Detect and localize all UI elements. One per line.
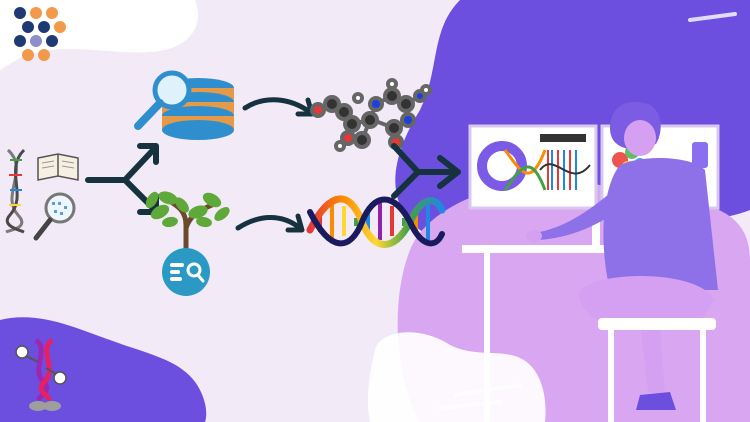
database-search-icon <box>134 70 234 140</box>
arrow-to-molecule-icon <box>242 97 315 117</box>
tree-search-icon <box>145 191 230 296</box>
logo-dots-icon <box>14 7 66 61</box>
nucleoside-molecule-icon <box>310 78 432 152</box>
arrow-to-dna-icon <box>235 213 305 233</box>
bottom-white-blob <box>367 332 546 422</box>
dna-small-icon <box>5 148 26 234</box>
branch-arrow-icon <box>85 143 159 215</box>
book-icon <box>37 153 79 181</box>
person-at-computer-icon <box>526 101 718 422</box>
dna-mascot-icon <box>15 337 67 411</box>
dna-helix-icon <box>306 195 446 248</box>
magnifier-icon <box>33 192 76 241</box>
merge-arrow-icon <box>391 143 461 199</box>
